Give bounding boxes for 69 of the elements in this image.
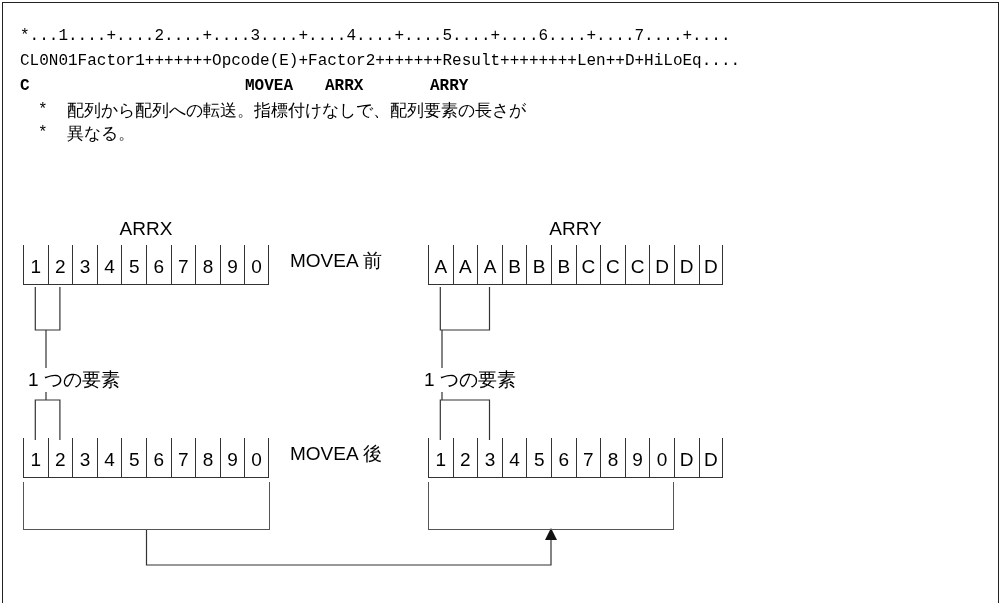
step-label: MOVEA 前 xyxy=(290,251,382,271)
code-line: *...1....+....2....+....3....+....4....+....5....+....6....+....7....+.... xyxy=(20,26,731,46)
array-element: 2 xyxy=(47,438,73,478)
array-element: 8 xyxy=(600,438,625,478)
array-element: 4 xyxy=(96,438,122,478)
array-element: 3 xyxy=(72,438,97,478)
array-element: 5 xyxy=(121,245,146,285)
code-line: MOVEA xyxy=(245,76,293,96)
array-element: 5 xyxy=(121,438,146,478)
array-element: A xyxy=(477,245,502,285)
comment-text: 配列から配列への転送。指標付けなしで、配列要素の長さが xyxy=(67,100,526,120)
array-element: 4 xyxy=(96,245,122,285)
array-element: 7 xyxy=(170,245,196,285)
array-element: 9 xyxy=(219,245,245,285)
leader-line xyxy=(439,286,491,369)
array-element: 6 xyxy=(550,438,576,478)
array-name: ARRY xyxy=(548,218,603,240)
array-element: C xyxy=(575,245,601,285)
bracket xyxy=(428,482,674,530)
array-element: 2 xyxy=(452,438,478,478)
array-element: D xyxy=(698,438,724,478)
array-element: 6 xyxy=(145,245,171,285)
array-element: A xyxy=(428,245,453,285)
array-element: 3 xyxy=(477,438,502,478)
array-element: 3 xyxy=(72,245,97,285)
array-element: D xyxy=(673,245,699,285)
comment-text: 異なる。 xyxy=(67,123,135,143)
array-cells xyxy=(428,438,724,478)
code-line: ARRX xyxy=(325,76,364,96)
code-line: CL0N01Factor1+++++++Opcode(E)+Factor2+++++++Result++++++++Len++D+HiLoEq.... xyxy=(20,51,741,71)
array-element: A xyxy=(452,245,478,285)
bracket xyxy=(23,482,270,530)
array-element: 9 xyxy=(219,438,245,478)
array-element: 1 xyxy=(23,245,48,285)
array-element: 1 xyxy=(428,438,453,478)
array-element: B xyxy=(526,245,551,285)
array-element: 5 xyxy=(526,438,551,478)
step-label: MOVEA 後 xyxy=(290,444,382,464)
array-element: 1 xyxy=(23,438,48,478)
array-element: 9 xyxy=(624,438,650,478)
array-cells xyxy=(23,438,269,478)
array-element: B xyxy=(550,245,576,285)
element-label: 1 つの要素 xyxy=(28,368,120,392)
code-line: ARRY xyxy=(430,76,469,96)
array-element: 7 xyxy=(575,438,601,478)
leader-line xyxy=(34,286,61,369)
element-label: 1 つの要素 xyxy=(424,368,516,392)
array-element: 8 xyxy=(195,438,220,478)
leader-line xyxy=(34,391,61,441)
array-element: 8 xyxy=(195,245,220,285)
code-line: C xyxy=(20,76,30,96)
comment-mark: * xyxy=(38,100,48,120)
array-element: D xyxy=(649,245,674,285)
array-element: B xyxy=(501,245,527,285)
arrow xyxy=(145,528,557,566)
comment-mark: * xyxy=(38,123,48,143)
array-element: 0 xyxy=(649,438,674,478)
array-element: 6 xyxy=(145,438,171,478)
array-element: D xyxy=(698,245,724,285)
array-element: 2 xyxy=(47,245,73,285)
array-element: 7 xyxy=(170,438,196,478)
array-element: C xyxy=(600,245,625,285)
array-element: D xyxy=(673,438,699,478)
array-name: ARRX xyxy=(118,218,174,240)
array-element: C xyxy=(624,245,650,285)
array-element: 0 xyxy=(244,438,269,478)
leader-line xyxy=(439,391,491,441)
array-element: 0 xyxy=(244,245,269,285)
array-element: 4 xyxy=(501,438,527,478)
